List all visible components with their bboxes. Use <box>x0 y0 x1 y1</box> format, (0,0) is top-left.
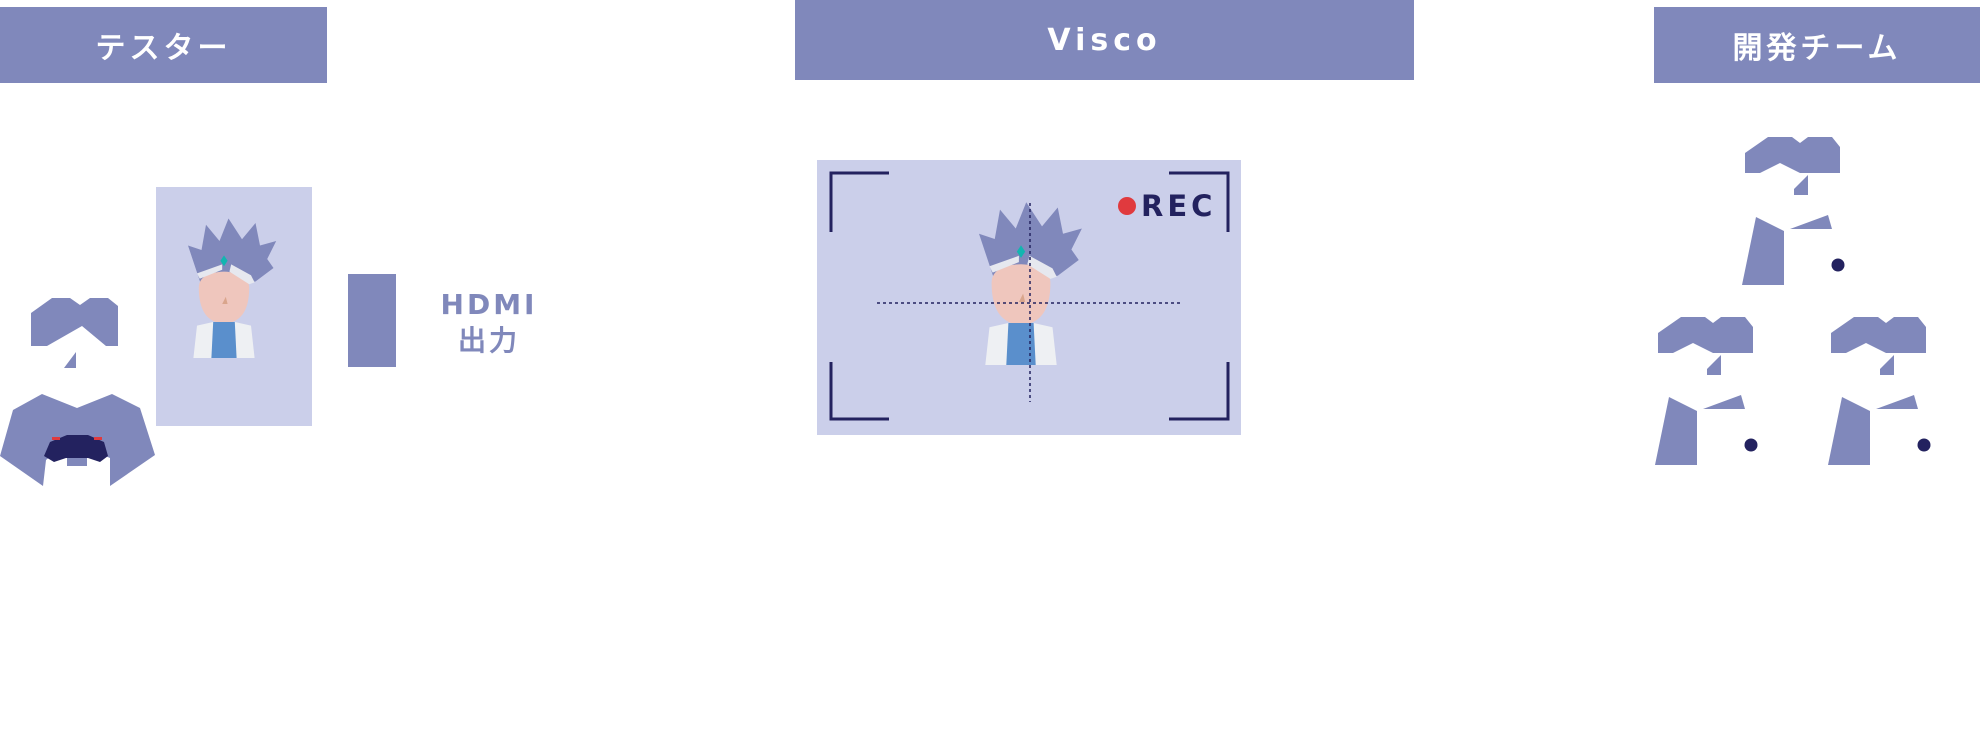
rec-indicator-icon <box>1118 197 1136 215</box>
person-with-gamepad-icon <box>0 298 155 486</box>
hdmi-label-line2: 出力 <box>457 324 520 357</box>
person-icon <box>1655 317 1758 465</box>
hdmi-label-line1: HDMI <box>440 288 538 321</box>
game-screen <box>156 187 312 426</box>
capture-device-icon <box>348 274 396 367</box>
person-icon <box>1742 137 1845 285</box>
rec-label: REC <box>1141 189 1217 223</box>
header-tester: テスター <box>0 7 327 83</box>
person-icon <box>1828 317 1931 465</box>
header-visco: Visco <box>795 0 1414 80</box>
header-dev-team: 開発チーム <box>1654 7 1980 83</box>
visco-capture-view <box>817 160 1241 435</box>
hdmi-output-label: HDMI 出力 <box>436 287 542 359</box>
